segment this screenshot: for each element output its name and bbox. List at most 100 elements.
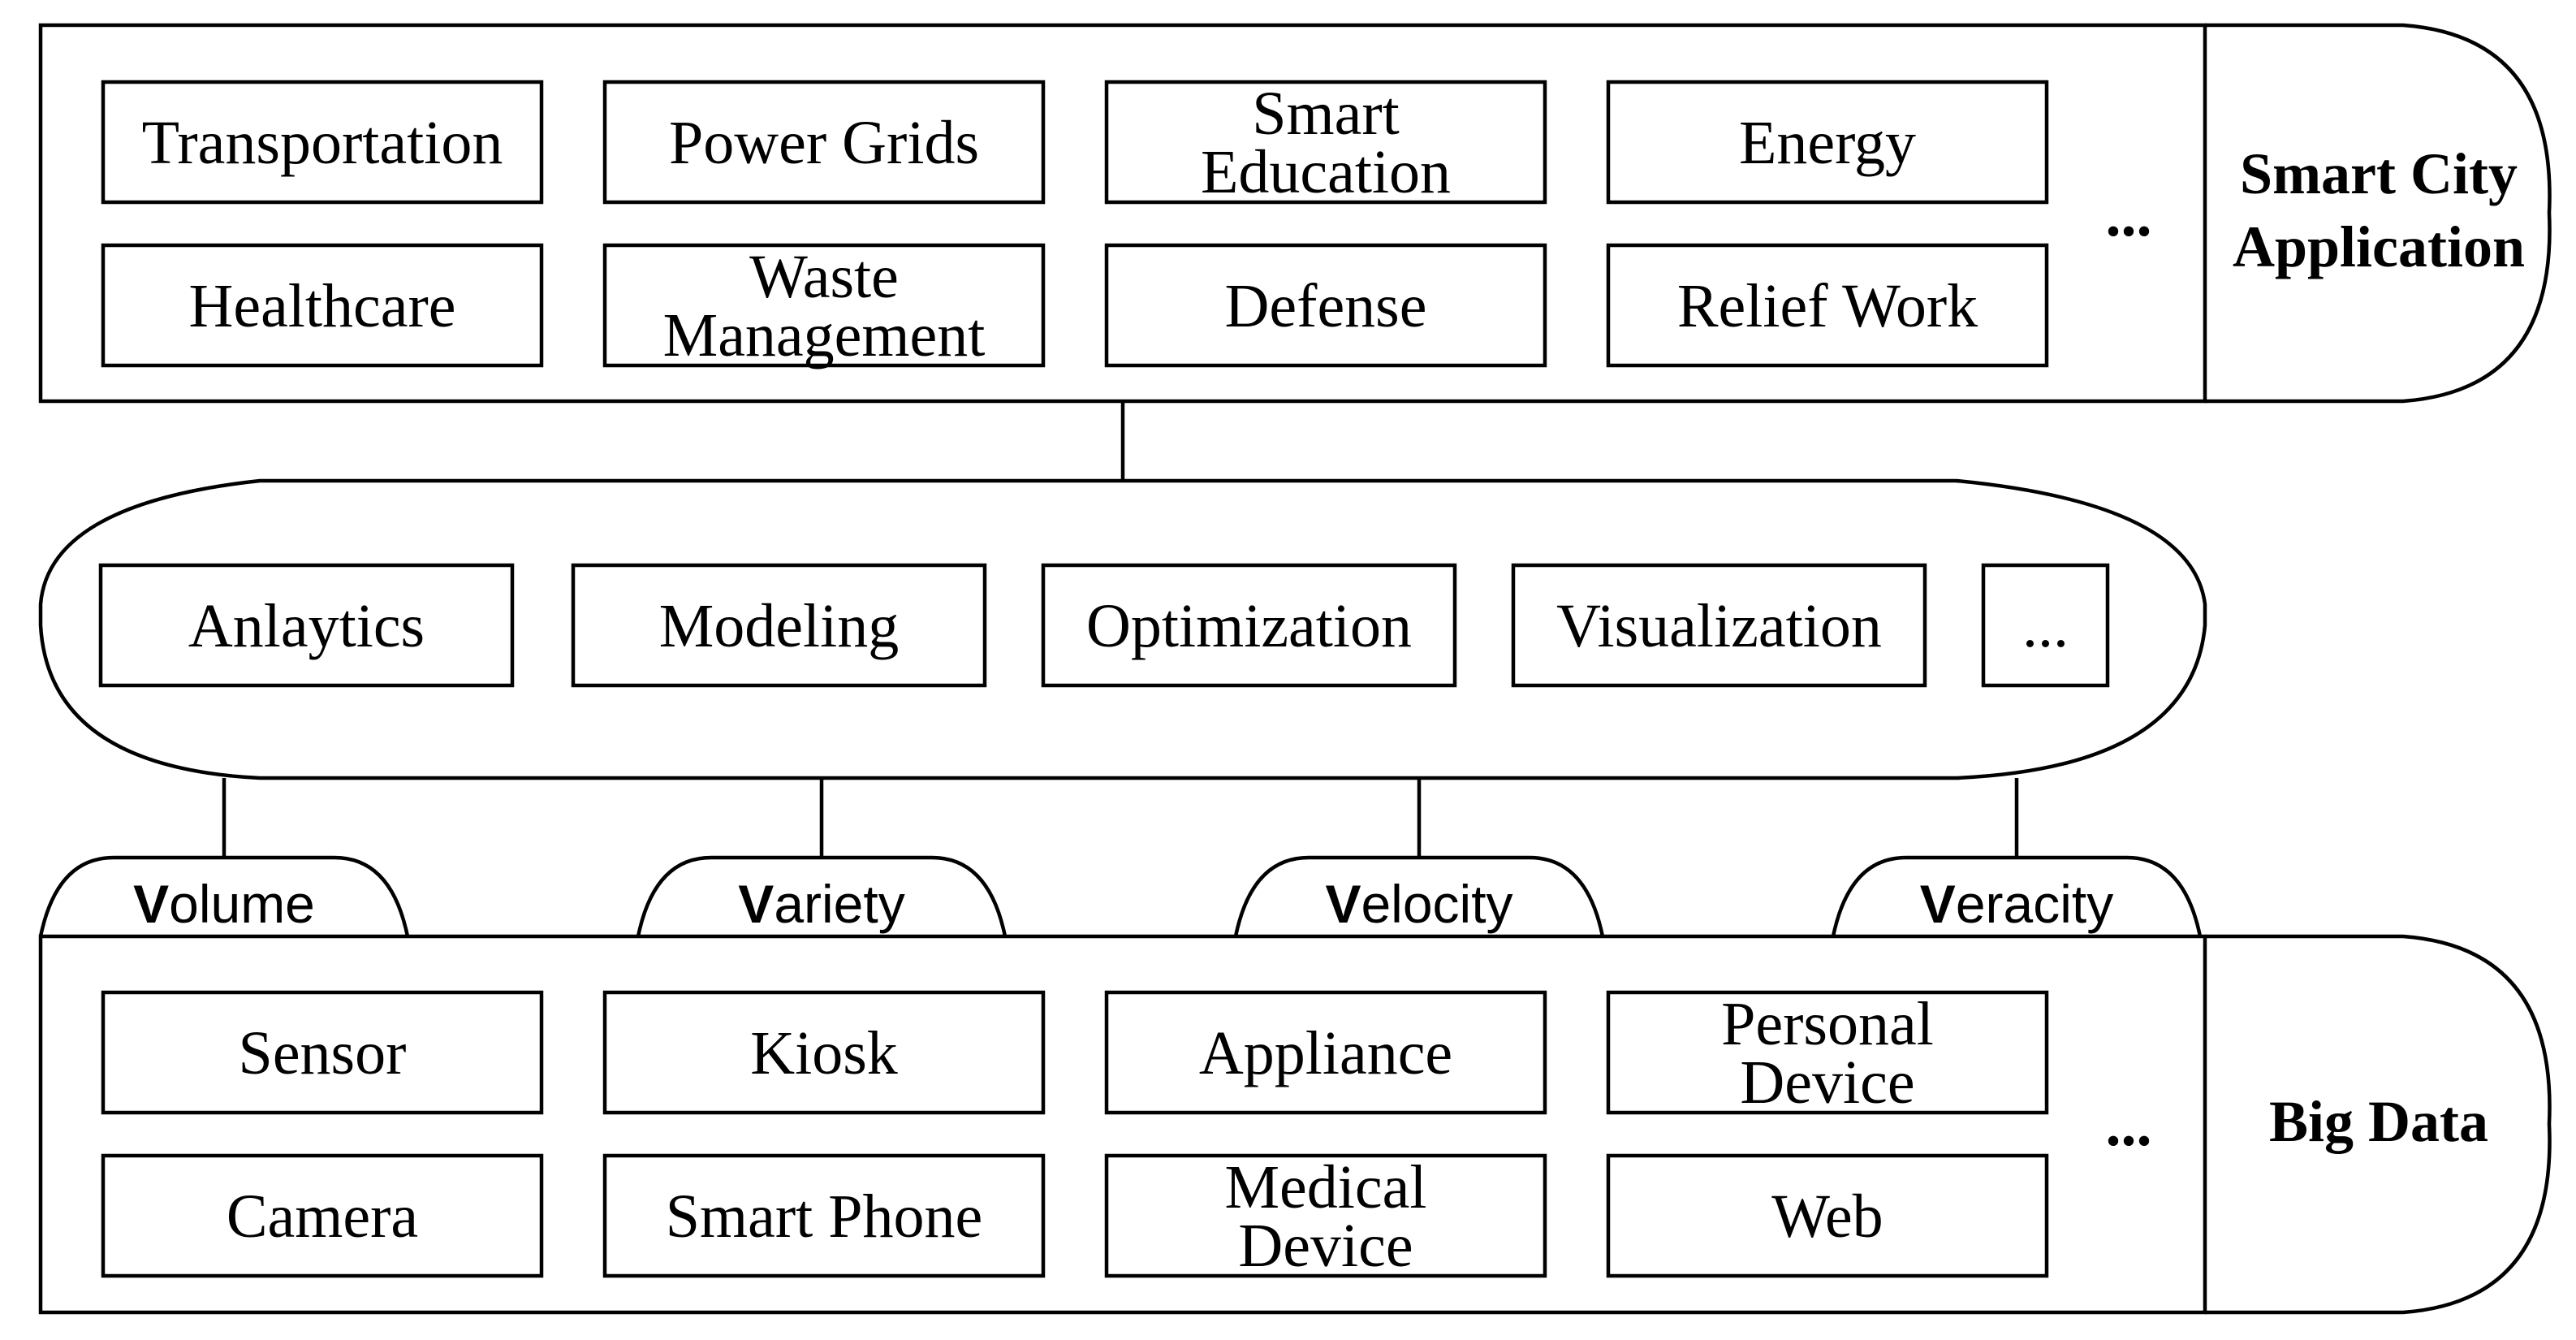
app-waste-management-label-line-2: Management xyxy=(663,301,986,370)
processing-modeling-label: Modeling xyxy=(659,592,900,660)
application-layer-cap xyxy=(2205,23,2552,404)
data-appliance-box: Appliance xyxy=(1104,990,1547,1115)
data-camera-label: Camera xyxy=(227,1182,418,1251)
characteristic-veracity-label: Veracity xyxy=(1920,874,2113,934)
app-power-grids-box: Power Grids xyxy=(602,80,1046,205)
app-power-grids-frame xyxy=(602,80,1046,205)
characteristic-volume-initial: V xyxy=(133,874,169,934)
processing-optimization-label: Optimization xyxy=(1086,592,1412,660)
characteristic-velocity-initial: V xyxy=(1325,874,1361,934)
processing-modeling-box: Modeling xyxy=(571,563,987,688)
data-sensor-box: Sensor xyxy=(101,990,544,1115)
app-relief-work-frame xyxy=(1606,243,2049,368)
app-healthcare-box: Healthcare xyxy=(101,243,544,368)
processing-visualization-label: Visualization xyxy=(1556,592,1882,660)
characteristic-volume-frame xyxy=(38,855,410,937)
data-smart-phone-box: Smart Phone xyxy=(602,1153,1046,1278)
app-energy-label: Energy xyxy=(1739,109,1916,177)
data-layer-cap xyxy=(2205,934,2552,1315)
characteristic-velocity-tab: Velocity xyxy=(1233,855,1605,937)
data-medical-device-label-line-2: Device xyxy=(1238,1212,1413,1280)
data-layer-label: Big Data xyxy=(2269,1089,2488,1154)
processing-modeling-frame xyxy=(571,563,987,688)
data-kiosk-label: Kiosk xyxy=(750,1019,898,1087)
data-kiosk-box: Kiosk xyxy=(602,990,1046,1115)
processing-more-frame xyxy=(1981,563,2110,688)
data-more: ... xyxy=(2106,1091,2152,1159)
app-waste-management-frame xyxy=(602,243,1046,368)
processing-optimization-frame xyxy=(1041,563,1457,688)
data-kiosk-frame xyxy=(602,990,1046,1115)
processing-layer-frame xyxy=(38,478,2207,780)
data-web-box: Web xyxy=(1606,1153,2049,1278)
characteristic-veracity-frame xyxy=(1831,855,2203,937)
processing-optimization-box: Optimization xyxy=(1041,563,1457,688)
data-camera-frame xyxy=(101,1153,544,1278)
app-transportation-box: Transportation xyxy=(101,80,544,205)
characteristic-volume-label: Volume xyxy=(133,874,315,934)
app-healthcare-frame xyxy=(101,243,544,368)
data-personal-device-frame xyxy=(1606,990,2049,1115)
processing-anlaytics-box: Anlaytics xyxy=(98,563,515,688)
application-layer-label-line-2: Application xyxy=(2233,214,2525,279)
app-power-grids-label: Power Grids xyxy=(669,109,979,177)
data-medical-device-frame xyxy=(1104,1153,1547,1278)
characteristic-veracity-rest: eracity xyxy=(1956,874,2113,934)
data-personal-device-label-line-1: Personal xyxy=(1721,990,1934,1058)
processing-anlaytics-label: Anlaytics xyxy=(188,592,425,660)
data-smart-phone-frame xyxy=(602,1153,1046,1278)
data-personal-device-label-line-2: Device xyxy=(1740,1048,1914,1117)
app-waste-management-label-line-1: Waste xyxy=(749,243,899,311)
characteristic-variety-rest: ariety xyxy=(774,874,904,934)
processing-more-box: ... xyxy=(1981,563,2110,688)
app-healthcare-label: Healthcare xyxy=(188,272,455,340)
data-smart-phone-label: Smart Phone xyxy=(666,1182,983,1251)
data-medical-device-label-line-1: Medical xyxy=(1224,1153,1426,1221)
characteristic-velocity-rest: elocity xyxy=(1361,874,1512,934)
characteristic-veracity-initial: V xyxy=(1920,874,1956,934)
app-defense-label: Defense xyxy=(1225,272,1427,340)
app-relief-work-label: Relief Work xyxy=(1677,272,1978,340)
application-layer-label-line-1: Smart City xyxy=(2240,141,2518,206)
app-relief-work-box: Relief Work xyxy=(1606,243,2049,368)
data-web-frame xyxy=(1606,1153,2049,1278)
processing-visualization-box: Visualization xyxy=(1511,563,1927,688)
characteristic-veracity-tab: Veracity xyxy=(1831,855,2203,937)
application-more: ... xyxy=(2106,181,2152,249)
processing-more-label: ... xyxy=(2022,592,2069,660)
processing-visualization-frame xyxy=(1511,563,1927,688)
characteristic-velocity-frame xyxy=(1233,855,1605,937)
processing-items: Anlaytics Modeling Optimization Visualizati… xyxy=(98,563,2110,688)
app-defense-frame xyxy=(1104,243,1547,368)
characteristic-variety-tab: Variety xyxy=(636,855,1008,937)
app-defense-box: Defense xyxy=(1104,243,1547,368)
data-sensor-label: Sensor xyxy=(239,1019,407,1087)
app-smart-education-label-line-2: Education xyxy=(1201,138,1451,206)
data-appliance-frame xyxy=(1104,990,1547,1115)
data-layer-frame xyxy=(38,934,2207,1315)
app-smart-education-frame xyxy=(1104,80,1547,205)
characteristic-volume-rest: olume xyxy=(169,874,315,934)
app-smart-education-label-line-1: Smart xyxy=(1252,80,1400,148)
data-web-label: Web xyxy=(1771,1182,1883,1251)
app-energy-box: Energy xyxy=(1606,80,2049,205)
app-energy-frame xyxy=(1606,80,2049,205)
characteristic-volume-tab: Volume xyxy=(38,855,410,937)
app-transportation-frame xyxy=(101,80,544,205)
characteristic-variety-label: Variety xyxy=(738,874,904,934)
characteristic-variety-frame xyxy=(636,855,1008,937)
data-appliance-label: Appliance xyxy=(1199,1019,1452,1087)
characteristic-velocity-label: Velocity xyxy=(1325,874,1512,934)
characteristic-connectors xyxy=(222,778,2019,858)
processing-anlaytics-frame xyxy=(98,563,515,688)
app-transportation-label: Transportation xyxy=(142,109,503,177)
